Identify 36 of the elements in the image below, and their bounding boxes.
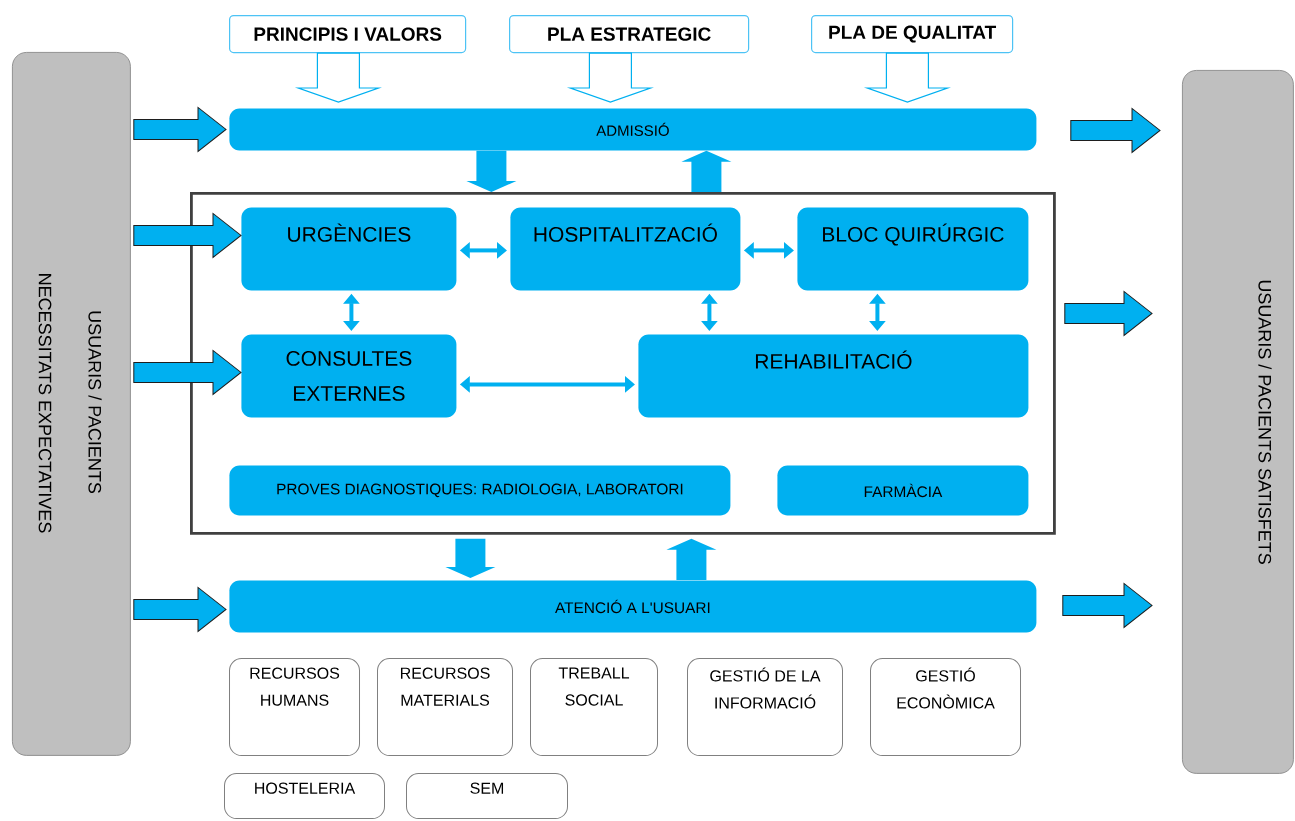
block-arrow bbox=[466, 150, 517, 192]
process-box: CONSULTES EXTERNES bbox=[241, 334, 457, 418]
process-box: URGÈNCIES bbox=[241, 207, 457, 291]
block-arrow bbox=[1062, 582, 1153, 628]
input-box: PLA ESTRATEGIC bbox=[509, 15, 750, 54]
block-arrow bbox=[681, 150, 732, 192]
block-arrow bbox=[133, 212, 242, 258]
process-box: REHABILITACIÓ bbox=[638, 334, 1029, 418]
support-box: GESTIÓ DE LA INFORMACIÓ bbox=[687, 658, 843, 756]
process-box: HOSPITALITZACIÓ bbox=[510, 207, 741, 291]
process-bar: FARMÀCIA bbox=[777, 465, 1029, 516]
support-box: RECURSOS MATERIALS bbox=[377, 658, 513, 756]
support-box: GESTIÓ ECONÒMICA bbox=[870, 658, 1021, 756]
support-box: SEM bbox=[406, 773, 568, 819]
process-bar: ADMISSIÓ bbox=[229, 108, 1037, 151]
process-box: BLOC QUIRÚRGIC bbox=[797, 207, 1029, 291]
frame-box bbox=[190, 192, 1056, 535]
block-arrow bbox=[133, 106, 227, 152]
support-box: RECURSOS HUMANS bbox=[229, 658, 360, 756]
input-box: PRINCIPIS I VALORS bbox=[229, 15, 467, 54]
block-arrow bbox=[133, 586, 227, 632]
support-box: TREBALL SOCIAL bbox=[530, 658, 658, 756]
block-arrow bbox=[133, 349, 242, 395]
process-bar: PROVES DIAGNOSTIQUES: RADIOLOGIA, LABORATORI bbox=[229, 465, 731, 516]
block-arrow bbox=[863, 52, 951, 103]
support-box: HOSTELERIA bbox=[224, 773, 385, 819]
process-bar: ATENCIÓ A L'USUARI bbox=[229, 580, 1037, 633]
block-arrow bbox=[294, 52, 382, 103]
side-band: USUARIS / PACIENTS SATISFETS bbox=[1182, 70, 1294, 774]
block-arrow bbox=[566, 52, 654, 103]
block-arrow bbox=[1070, 107, 1161, 153]
input-box: PLA DE QUALITAT bbox=[811, 15, 1014, 54]
side-band: USUARIS / PACIENTS NECESSITATS EXPECTATIVES bbox=[12, 52, 131, 756]
block-arrow bbox=[445, 538, 496, 578]
block-arrow bbox=[666, 538, 717, 580]
block-arrow bbox=[1064, 290, 1153, 336]
